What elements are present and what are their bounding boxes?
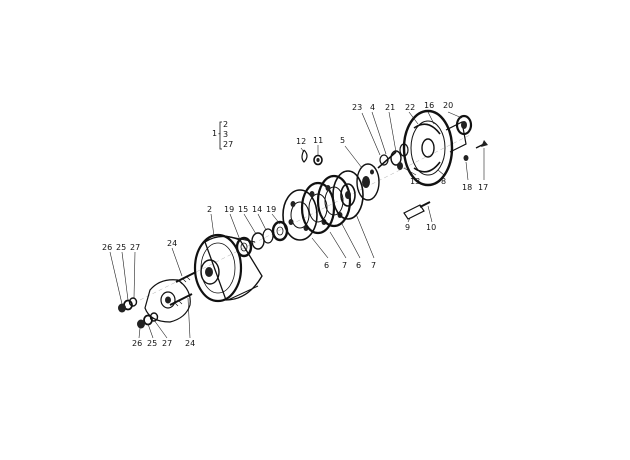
label-part-24a: 24 <box>167 239 177 248</box>
label-part-2: 2 <box>207 205 212 214</box>
hub-flange <box>144 279 191 323</box>
legend-bracket <box>219 121 222 150</box>
clutch-plate-6a <box>282 189 318 241</box>
label-part-8: 8 <box>441 177 446 186</box>
label-part-16: 16 <box>424 101 434 110</box>
label-part-20: 20 <box>443 101 453 110</box>
legend-part-2: 3 <box>223 130 228 139</box>
label-part-10: 10 <box>426 223 436 232</box>
label-part-27b: 27 <box>162 339 172 348</box>
stud-assembly-upper <box>118 271 197 313</box>
label-part-26b: 26 <box>132 339 142 348</box>
label-part-7a: 7 <box>342 261 347 270</box>
label-part-22: 22 <box>405 103 415 112</box>
label-part-4: 4 <box>370 103 375 112</box>
label-part-13: 13 <box>410 177 420 186</box>
label-part-6a: 6 <box>324 261 329 270</box>
cover-bearing <box>455 114 473 136</box>
bearing-19a <box>235 236 253 258</box>
label-part-21: 21 <box>385 103 395 112</box>
spring-pin <box>301 149 323 166</box>
label-part-25b: 25 <box>147 339 157 348</box>
leader-lines <box>109 111 485 339</box>
legend-part-3: 27 <box>223 140 233 149</box>
washer-15 <box>251 232 265 250</box>
clutch-plate-7b <box>332 170 364 220</box>
label-part-11: 11 <box>313 136 323 145</box>
label-part-9: 9 <box>405 223 410 232</box>
label-part-23: 23 <box>352 103 362 112</box>
label-part-5: 5 <box>340 136 345 145</box>
assembly-legend: 1 - 2 3 27 <box>212 120 233 150</box>
adjusting-screw <box>403 201 431 220</box>
stud-assembly-lower <box>137 293 193 329</box>
axis-centerline <box>139 134 471 301</box>
clutch-cover <box>397 109 467 187</box>
label-part-27a: 27 <box>130 243 140 252</box>
label-part-19a: 19 <box>224 205 234 214</box>
label-part-25a: 25 <box>116 243 126 252</box>
legend-prefix: 1 <box>212 129 217 138</box>
svg-text:-: - <box>218 129 221 138</box>
clutch-drum <box>193 233 263 303</box>
label-part-19b: 19 <box>266 205 276 214</box>
label-part-14: 14 <box>252 205 262 214</box>
cover-screws <box>463 140 488 161</box>
label-part-24b: 24 <box>185 339 195 348</box>
label-part-26a: 26 <box>102 243 112 252</box>
legend-part-1: 2 <box>223 120 228 129</box>
pressure-plate <box>356 163 380 201</box>
label-part-17: 17 <box>478 183 488 192</box>
label-part-6b: 6 <box>356 261 361 270</box>
label-part-7b: 7 <box>371 261 376 270</box>
label-part-15: 15 <box>238 205 248 214</box>
label-part-12: 12 <box>296 137 306 146</box>
label-part-18: 18 <box>462 183 472 192</box>
part-labels: 2 19 15 14 19 12 11 5 23 4 21 22 16 20 1… <box>102 101 488 348</box>
